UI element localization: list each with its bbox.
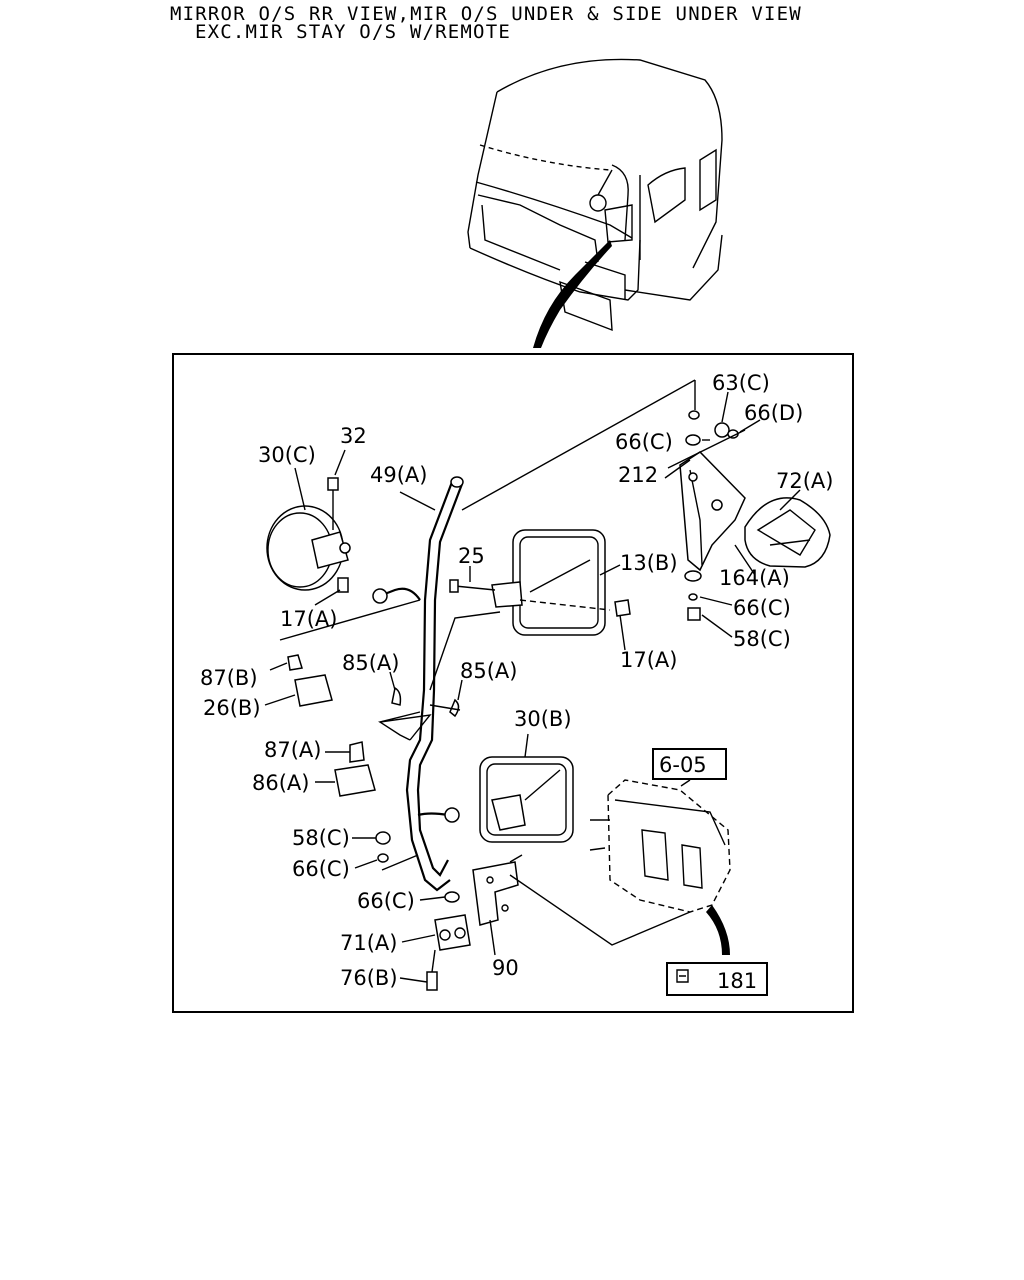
callout-13b: 13(B) <box>620 551 678 575</box>
callout-164a: 164(A) <box>719 566 790 590</box>
callout-66c-right: 66(C) <box>733 596 791 620</box>
cover-72a <box>744 497 831 568</box>
door-panel <box>589 779 731 955</box>
callout-labels: 63(C) 66(D) 66(C) 212 72(A) 164(A) 66(C)… <box>200 371 833 990</box>
bolt-symbol-icon <box>676 969 689 983</box>
callout-63c: 63(C) <box>712 371 770 395</box>
callout-49a: 49(A) <box>370 463 427 487</box>
callout-212: 212 <box>618 463 658 487</box>
callout-87b: 87(B) <box>200 666 258 690</box>
callout-17a-right: 17(A) <box>620 648 677 672</box>
callout-71a: 71(A) <box>340 931 397 955</box>
mirror-stay-49a <box>372 476 464 892</box>
callout-25: 25 <box>458 544 485 568</box>
title-line-2: EXC.MIR STAY O/S W/REMOTE <box>195 21 511 43</box>
callout-86a: 86(A) <box>252 771 309 795</box>
callout-76b: 76(B) <box>340 966 398 990</box>
callout-66c-low: 66(C) <box>357 889 415 913</box>
diagram-title: MIRROR O/S RR VIEW,MIR O/S UNDER & SIDE … <box>170 3 802 43</box>
callout-58c-left: 58(C) <box>292 826 350 850</box>
ref-label-181: 181 <box>717 969 757 993</box>
callout-66c-top: 66(C) <box>615 430 673 454</box>
leader-lines <box>264 379 801 983</box>
callout-30b: 30(B) <box>514 707 572 731</box>
callout-32: 32 <box>340 424 367 448</box>
callout-30c: 30(C) <box>258 443 316 467</box>
callout-58c-right: 58(C) <box>733 627 791 651</box>
detail-frame <box>172 353 854 1013</box>
ref-box-6-05[interactable] <box>652 748 727 780</box>
callout-87a: 87(A) <box>264 738 321 762</box>
title-line-1: MIRROR O/S RR VIEW,MIR O/S UNDER & SIDE … <box>170 3 802 25</box>
ref-box-181[interactable] <box>666 962 768 996</box>
clamp-set <box>287 654 523 991</box>
callout-66d: 66(D) <box>744 401 803 425</box>
ref-label-6-05: 6-05 <box>659 753 707 777</box>
mirror-13b <box>449 529 631 636</box>
callout-72a: 72(A) <box>776 469 833 493</box>
callout-85a-right: 85(A) <box>460 659 517 683</box>
bracket-164a <box>679 410 746 621</box>
mirror-30b <box>479 756 574 843</box>
callout-17a-left: 17(A) <box>280 607 337 631</box>
callout-90: 90 <box>492 956 519 980</box>
callout-66c-left: 66(C) <box>292 857 350 881</box>
truck-cab-illustration <box>467 58 723 348</box>
round-mirror-30c <box>266 477 351 593</box>
callout-26b: 26(B) <box>203 696 261 720</box>
callout-85a-left: 85(A) <box>342 651 399 675</box>
